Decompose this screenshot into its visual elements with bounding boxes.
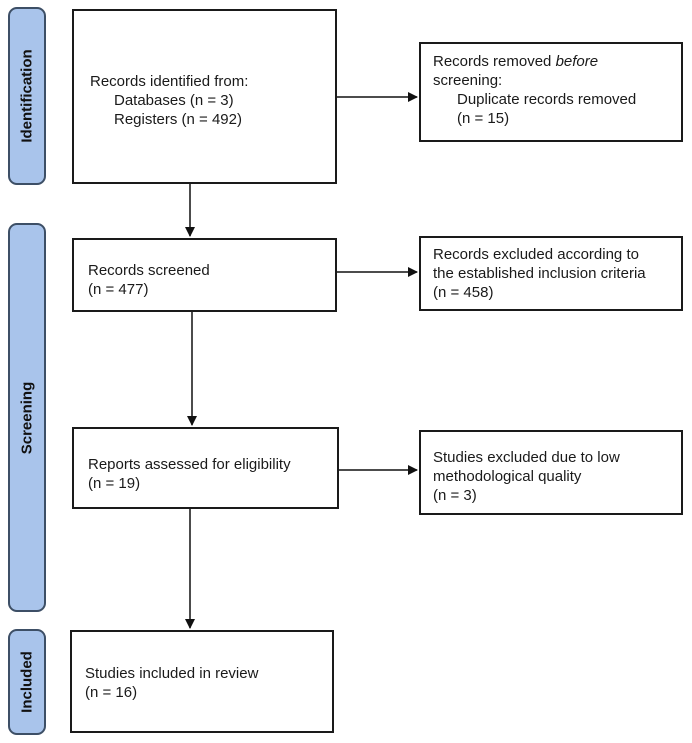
- phase-screening: Screening: [8, 223, 46, 612]
- records-removed-line2: screening:: [433, 72, 503, 89]
- studies-included-box: Studies included in review (n = 16): [70, 630, 334, 733]
- reports-assessed-box: Reports assessed for eligibility (n = 19…: [72, 427, 339, 509]
- studies-included-count: (n = 16): [85, 684, 138, 701]
- records-identified-box: Records identified from: Databases (n = …: [72, 9, 337, 184]
- records-excluded-line1: Records excluded according to: [433, 246, 639, 263]
- duplicates-removed-label: Duplicate records removed: [457, 91, 637, 108]
- quality-excluded-line2: methodological quality: [433, 468, 582, 485]
- records-removed-line1: Records removed before: [433, 53, 599, 70]
- records-excluded-count: (n = 458): [433, 284, 494, 301]
- records-identified-heading: Records identified from:: [90, 73, 249, 90]
- databases-count: Databases (n = 3): [114, 92, 234, 109]
- records-screened-label: Records screened: [88, 262, 210, 279]
- registers-count: Registers (n = 492): [114, 111, 242, 128]
- reports-assessed-count: (n = 19): [88, 475, 141, 492]
- duplicates-removed-count: (n = 15): [457, 110, 510, 127]
- records-screened-count: (n = 477): [88, 281, 149, 298]
- phase-included: Included: [8, 629, 46, 735]
- quality-excluded-line1: Studies excluded due to low: [433, 449, 620, 466]
- records-removed-box: Records removed before screening: Duplic…: [419, 42, 683, 142]
- records-excluded-line2: the established inclusion criteria: [433, 265, 646, 282]
- records-screened-box: Records screened (n = 477): [72, 238, 337, 312]
- quality-excluded-count: (n = 3): [433, 487, 477, 504]
- studies-included-label: Studies included in review: [85, 665, 259, 682]
- phase-identification: Identification: [8, 7, 46, 185]
- reports-assessed-label: Reports assessed for eligibility: [88, 456, 291, 473]
- quality-excluded-box: Studies excluded due to low methodologic…: [419, 430, 683, 515]
- records-excluded-box: Records excluded according to the establ…: [419, 236, 683, 311]
